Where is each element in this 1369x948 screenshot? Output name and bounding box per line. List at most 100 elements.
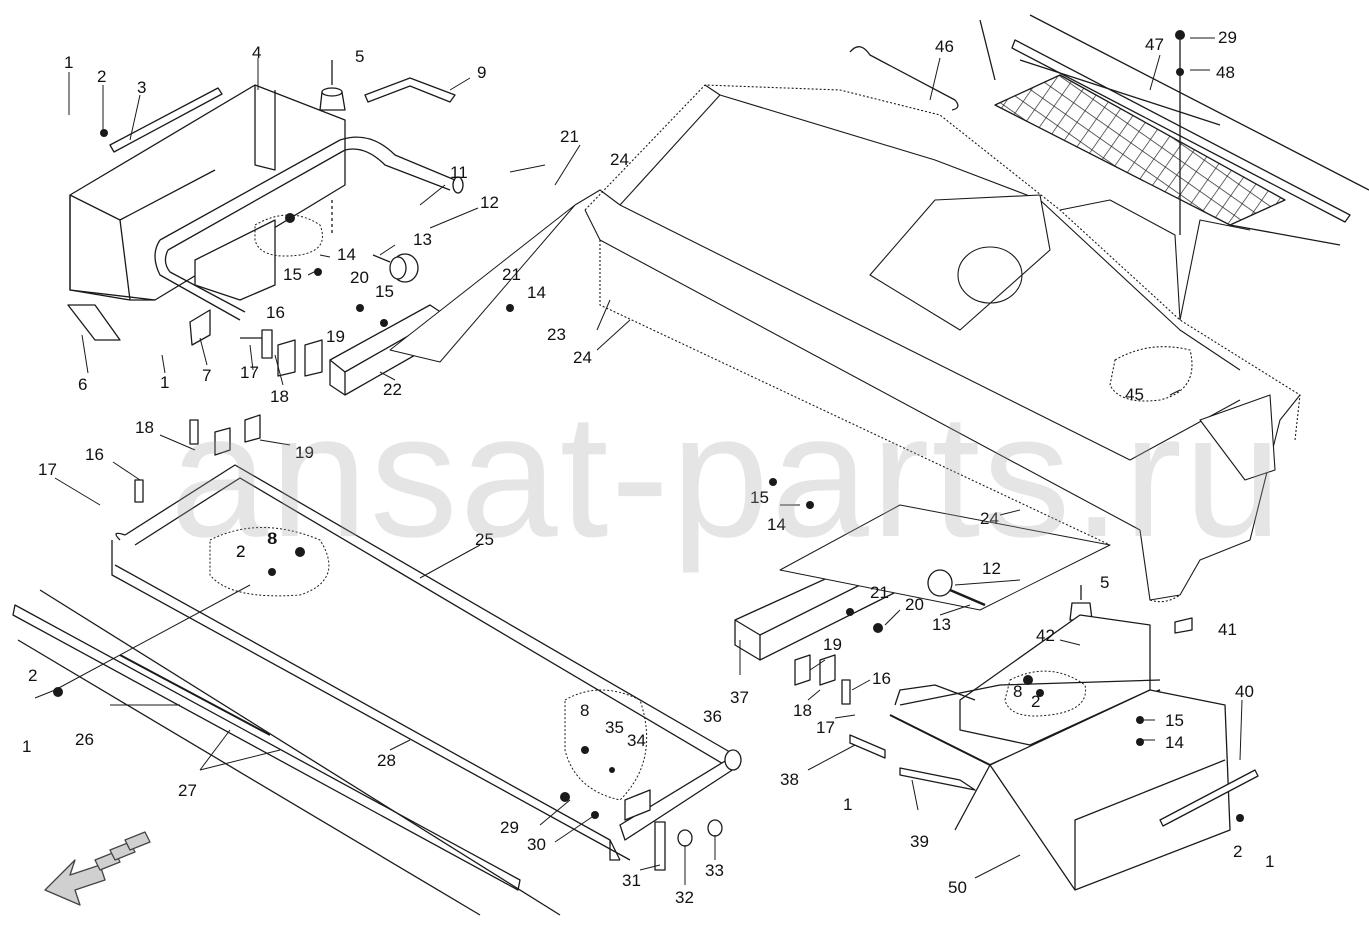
- long-frame-25: [111, 464, 742, 861]
- callout-label: 29: [1218, 28, 1237, 47]
- damper-12-right: [927, 569, 986, 607]
- callout-label: 30: [527, 835, 546, 854]
- callout-label: 23: [547, 325, 566, 344]
- callout-label: 35: [605, 718, 624, 737]
- direction-arrow: [44, 831, 151, 906]
- strip-3: [109, 87, 223, 153]
- callout-label: 8: [580, 701, 589, 720]
- bracket-22: [329, 204, 576, 396]
- callout-label: 1: [843, 795, 852, 814]
- callout-label: 1: [160, 373, 169, 392]
- callout-label: 28: [377, 751, 396, 770]
- callout-label: 29: [500, 818, 519, 837]
- plate-38: [849, 734, 886, 759]
- callout-label: 5: [355, 47, 364, 66]
- callout-label: 48: [1216, 63, 1235, 82]
- callout-label: 19: [823, 635, 842, 654]
- callout-label: 20: [350, 268, 369, 287]
- callout-label: 32: [675, 888, 694, 907]
- callout-label: 2: [97, 67, 106, 86]
- callout-label: 42: [1036, 626, 1055, 645]
- plate-39: [899, 767, 976, 791]
- callout-label: 21: [502, 265, 521, 284]
- callout-label: 19: [295, 443, 314, 462]
- callout-label: 2: [1233, 842, 1242, 861]
- left-upper-cover: [67, 84, 346, 341]
- callout-label: 17: [240, 363, 259, 382]
- bolt-33: [707, 819, 723, 837]
- callout-label: 21: [560, 127, 579, 146]
- callout-label: 13: [413, 230, 432, 249]
- callout-label: 21: [870, 583, 889, 602]
- callout-labels: 1 2 3 4 5 9 11 12 13 14 15 20 21 24 21 1…: [22, 28, 1274, 907]
- clamp-set-upper: [189, 309, 323, 377]
- callout-label: 15: [750, 488, 769, 507]
- grille-panel: [979, 14, 1369, 246]
- long-rail-26: [12, 589, 561, 916]
- callout-label: 22: [383, 380, 402, 399]
- callout-label: 18: [135, 418, 154, 437]
- callout-label: 14: [337, 245, 356, 264]
- callout-label: 45: [1125, 385, 1144, 404]
- callout-label: 14: [767, 515, 786, 534]
- strip-40: [1159, 769, 1259, 827]
- callout-label: 18: [270, 387, 289, 406]
- callout-label: 15: [375, 282, 394, 301]
- callout-label: 27: [178, 781, 197, 800]
- plate-31: [654, 821, 666, 871]
- callout-label: 2: [28, 666, 37, 685]
- callout-label: 8: [1013, 682, 1022, 701]
- callout-label: 37: [730, 688, 749, 707]
- callout-label: 16: [266, 303, 285, 322]
- callout-label: 6: [78, 375, 87, 394]
- callout-label: 40: [1235, 682, 1254, 701]
- rubber-mount-top: [319, 60, 346, 235]
- callout-label: 9: [477, 63, 486, 82]
- damper-13: [372, 253, 419, 283]
- callout-label: 12: [480, 193, 499, 212]
- callout-label: 1: [22, 737, 31, 756]
- callout-label: 14: [1165, 733, 1184, 752]
- callout-label: 41: [1218, 620, 1237, 639]
- hardware-dots: [53, 30, 1244, 822]
- callout-label: 8: [268, 529, 277, 548]
- callout-label: 7: [202, 366, 211, 385]
- callout-label: 13: [932, 615, 951, 634]
- callout-label: 5: [1100, 573, 1109, 592]
- callout-label: 2: [236, 542, 245, 561]
- callout-label: 33: [705, 861, 724, 880]
- callout-label: 17: [816, 718, 835, 737]
- callout-label: 36: [703, 707, 722, 726]
- callout-label: 25: [475, 530, 494, 549]
- hook-46: [849, 46, 959, 111]
- callout-label: 34: [627, 731, 646, 750]
- callout-label: 8: [267, 529, 276, 548]
- callout-label: 46: [935, 37, 954, 56]
- callout-label: 50: [948, 878, 967, 897]
- clip-41: [1174, 617, 1193, 634]
- callout-label: 38: [780, 770, 799, 789]
- bolt-32: [677, 829, 693, 847]
- callout-label: 3: [137, 78, 146, 97]
- callout-label: 26: [75, 730, 94, 749]
- callout-label: 17: [38, 460, 57, 479]
- clamp-set-left: [134, 414, 261, 503]
- callout-label: 24: [610, 150, 629, 169]
- central-chassis: [574, 84, 1301, 603]
- callout-label: 4: [252, 43, 261, 62]
- callout-label: 1: [64, 53, 73, 72]
- callout-label: 39: [910, 832, 929, 851]
- callout-label: 2: [1031, 692, 1040, 711]
- callout-label: 47: [1145, 35, 1164, 54]
- callout-label: 16: [85, 445, 104, 464]
- callout-label: 20: [905, 595, 924, 614]
- callout-label: 14: [527, 283, 546, 302]
- callout-label: 31: [622, 871, 641, 890]
- callout-label: 19: [326, 327, 345, 346]
- bracket-9: [364, 77, 456, 103]
- callout-label: 24: [573, 348, 592, 367]
- bracket-37: [734, 504, 1111, 661]
- detail-ovals: [209, 214, 1087, 801]
